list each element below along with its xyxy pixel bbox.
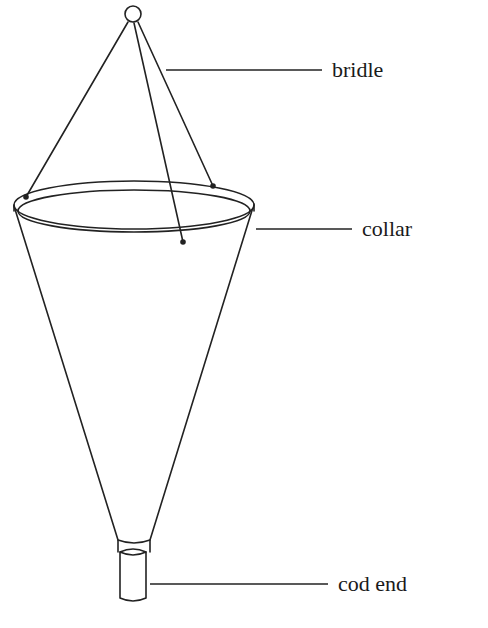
- cod-end-rim: [120, 549, 146, 552]
- collar-inner: [18, 190, 250, 232]
- bridle-attachment: [180, 239, 186, 245]
- part-label: bridle: [332, 57, 383, 83]
- towing-ring: [125, 6, 141, 22]
- bridle-attachment: [23, 194, 29, 200]
- leader-line: [166, 69, 322, 70]
- leader-line: [256, 228, 352, 229]
- collar-band: [14, 205, 254, 211]
- net-cone: [14, 204, 254, 552]
- bridle-lines: [26, 22, 213, 242]
- bridle-attachment: [210, 183, 216, 189]
- collar-outer: [14, 181, 254, 229]
- part-label: cod end: [338, 571, 407, 597]
- cod-end-cylinder: [120, 552, 146, 601]
- leader-line: [150, 583, 328, 584]
- part-label: collar: [362, 216, 412, 242]
- net-neck: [118, 540, 150, 543]
